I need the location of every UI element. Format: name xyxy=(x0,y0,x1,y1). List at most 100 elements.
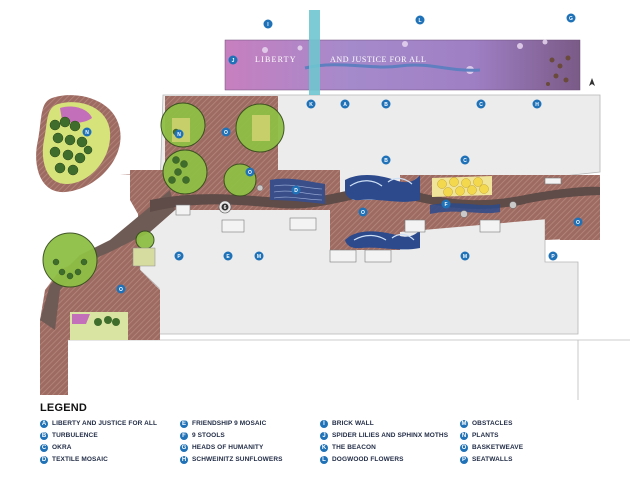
svg-text:M: M xyxy=(257,254,261,260)
legend-label: BRICK WALL xyxy=(332,420,374,427)
walkway-diagonal xyxy=(40,190,175,330)
svg-text:L: L xyxy=(418,18,421,24)
tree-cluster xyxy=(49,116,93,176)
legend-item: H SCHWEINITZ SUNFLOWERS xyxy=(180,454,300,465)
marker-G: G xyxy=(566,13,576,23)
marker-L: L xyxy=(415,15,425,25)
marker-A: A xyxy=(340,99,350,109)
legend-badge: K xyxy=(320,443,328,452)
svg-text:B: B xyxy=(384,158,388,164)
svg-text:E: E xyxy=(226,254,230,260)
svg-text:M: M xyxy=(463,254,467,260)
svg-text:O: O xyxy=(119,287,123,293)
marker-H: H xyxy=(532,99,542,109)
svg-text:G: G xyxy=(569,16,573,22)
legend-columns: A LIBERTY AND JUSTICE FOR ALL B TURBULENCE… xyxy=(40,418,600,466)
marker-D: D xyxy=(291,185,301,195)
legend-badge: J xyxy=(320,431,328,440)
marker-B-2: B xyxy=(381,155,391,165)
svg-text:P: P xyxy=(551,254,555,260)
stools xyxy=(256,184,517,218)
svg-text:O: O xyxy=(576,220,580,226)
legend-label: LIBERTY AND JUSTICE FOR ALL xyxy=(52,420,158,427)
legend-item: M OBSTACLES xyxy=(460,418,580,429)
legend-label: HEADS OF HUMANITY xyxy=(192,444,264,451)
legend-badge: C xyxy=(40,443,48,452)
beacon-tower xyxy=(309,10,320,95)
legend-title: LEGEND xyxy=(40,402,88,414)
marker-P-2: P xyxy=(174,251,184,261)
legend-label: THE BEACON xyxy=(332,444,376,451)
svg-text:N: N xyxy=(177,132,181,138)
legend-item: E FRIENDSHIP 9 MOSAIC xyxy=(180,418,300,429)
legend-badge: B xyxy=(40,431,48,440)
mural-text-left: LIBERTY xyxy=(255,55,297,64)
marker-J: J xyxy=(228,55,238,65)
svg-text:I: I xyxy=(267,22,269,28)
site-plan: LIBERTY AND JUSTICE FOR ALL xyxy=(36,10,630,400)
legend-label: OBSTACLES xyxy=(472,420,513,427)
legend-label: FRIENDSHIP 9 MOSAIC xyxy=(192,420,267,427)
marker-P: P xyxy=(548,251,558,261)
legend-item: A LIBERTY AND JUSTICE FOR ALL xyxy=(40,418,160,429)
svg-text:K: K xyxy=(309,102,313,108)
basketweave-paving-main xyxy=(40,170,600,395)
legend-badge: M xyxy=(460,419,468,428)
svg-text:6: 6 xyxy=(224,205,227,211)
mural-text-right: AND JUSTICE FOR ALL xyxy=(330,55,427,64)
seatwall xyxy=(132,247,156,267)
legend-label: SEATWALLS xyxy=(472,456,513,463)
legend-badge: H xyxy=(180,455,188,464)
svg-text:O: O xyxy=(361,210,365,216)
legend-badge: D xyxy=(40,455,48,464)
legend-label: OKRA xyxy=(52,444,72,451)
marker-C-2: C xyxy=(460,155,470,165)
svg-text:C: C xyxy=(463,158,467,164)
legend-badge: N xyxy=(460,431,468,440)
legend-badge: L xyxy=(320,455,328,464)
svg-text:B: B xyxy=(384,102,388,108)
marker-N: N xyxy=(82,127,92,137)
legend-label: TURBULENCE xyxy=(52,432,98,439)
turbulence-mosaic xyxy=(345,175,420,250)
legend-item: B TURBULENCE xyxy=(40,430,160,441)
legend: LEGEND A LIBERTY AND JUSTICE FOR ALL B TUR… xyxy=(40,402,600,482)
legend-badge: G xyxy=(180,443,188,452)
legend-item: N PLANTS xyxy=(460,430,580,441)
okra-mosaic xyxy=(432,176,492,197)
svg-text:P: P xyxy=(177,254,181,260)
legend-item: L DOGWOOD FLOWERS xyxy=(320,454,440,465)
legend-label: TEXTILE MOSAIC xyxy=(52,456,108,463)
legend-badge: O xyxy=(460,443,468,452)
legend-item: D TEXTILE MOSAIC xyxy=(40,454,160,465)
legend-label: PLANTS xyxy=(472,432,499,439)
north-arrow-icon xyxy=(589,78,595,86)
marker-O-2: O xyxy=(245,167,255,177)
legend-item: C OKRA xyxy=(40,442,160,453)
marker-K: K xyxy=(306,99,316,109)
svg-text:J: J xyxy=(232,58,235,64)
legend-label: SCHWEINITZ SUNFLOWERS xyxy=(192,456,283,463)
marker-C: C xyxy=(476,99,486,109)
svg-text:C: C xyxy=(479,102,483,108)
legend-item: G HEADS OF HUMANITY xyxy=(180,442,300,453)
marker-6: 6 xyxy=(221,203,229,211)
legend-label: BASKETWEAVE xyxy=(472,444,524,451)
marker-M-2: M xyxy=(460,251,470,261)
legend-badge: E xyxy=(180,419,188,428)
legend-badge: F xyxy=(180,431,188,440)
legend-label: DOGWOOD FLOWERS xyxy=(332,456,404,463)
svg-text:F: F xyxy=(444,202,447,208)
map-markers: I L G J K A B C H N O N O B C D F O E M … xyxy=(82,13,583,294)
svg-text:H: H xyxy=(535,102,539,108)
marker-O-3: O xyxy=(358,207,368,217)
svg-text:D: D xyxy=(294,188,298,194)
legend-badge: A xyxy=(40,419,48,428)
legend-item: K THE BEACON xyxy=(320,442,440,453)
